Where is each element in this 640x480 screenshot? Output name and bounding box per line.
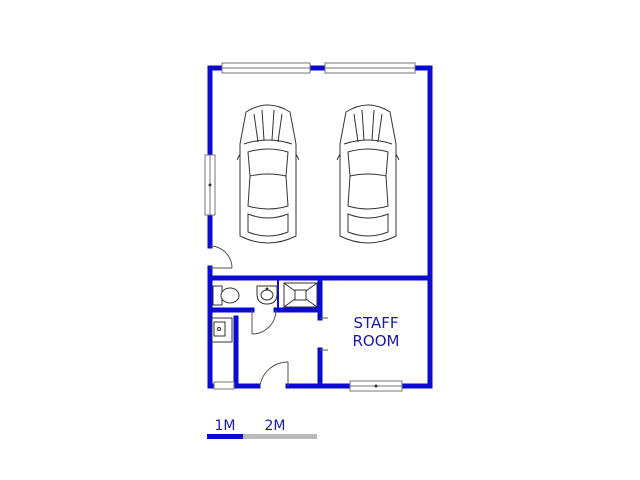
basin-icon — [256, 285, 278, 305]
scale-label-2m: 2M — [265, 418, 286, 434]
scale-label-1m: 1M — [215, 418, 236, 434]
car-icon — [336, 104, 400, 244]
staff-room-label-line1: STAFF — [353, 314, 398, 332]
scale-bar: 1M 2M — [207, 418, 317, 439]
toilet-icon — [212, 285, 240, 306]
staff-room-label-line2: ROOM — [353, 332, 400, 350]
sink-icon — [211, 317, 233, 343]
shower-icon — [283, 282, 318, 308]
door-swing-icon — [209, 245, 328, 387]
car-icon — [236, 104, 300, 244]
